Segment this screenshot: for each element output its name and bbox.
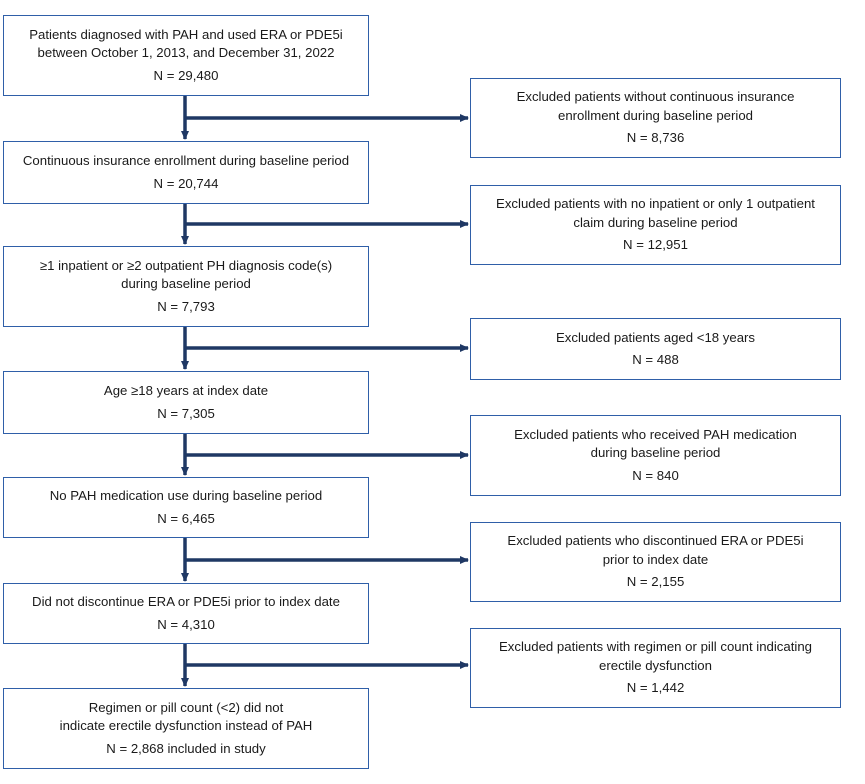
exclusion-box-5-count: N = 2,155 [626, 574, 685, 590]
main-box-2-count: N = 20,744 [153, 175, 219, 191]
main-box-7: Regimen or pill count (<2) did not indic… [3, 688, 369, 769]
main-box-3-count: N = 7,793 [157, 298, 215, 314]
main-box-4-count: N = 7,305 [157, 405, 215, 421]
exclusion-box-3: Excluded patients aged <18 years N = 488 [470, 318, 841, 380]
exclusion-box-4-count: N = 840 [632, 467, 679, 483]
exclusion-box-6: Excluded patients with regimen or pill c… [470, 628, 841, 708]
exclusion-box-4-line-2: during baseline period [590, 445, 721, 461]
exclusion-box-1-count: N = 8,736 [626, 130, 685, 146]
exclusion-box-5: Excluded patients who discontinued ERA o… [470, 522, 841, 602]
exclusion-box-2-line-1: Excluded patients with no inpatient or o… [496, 196, 815, 212]
main-box-7-line-2: indicate erectile dysfunction instead of… [59, 718, 313, 734]
main-box-5-count: N = 6,465 [157, 510, 215, 526]
exclusion-box-5-line-2: prior to index date [602, 551, 709, 567]
main-box-7-line-1: Regimen or pill count (<2) did not [88, 699, 284, 715]
main-box-1: Patients diagnosed with PAH and used ERA… [3, 15, 369, 96]
main-box-6-line-1: Did not discontinue ERA or PDE5i prior t… [32, 594, 340, 609]
main-box-3-line-1: ≥1 inpatient or ≥2 outpatient PH diagnos… [39, 257, 333, 273]
exclusion-box-3-line-1: Excluded patients aged <18 years [555, 329, 756, 345]
main-box-6: Did not discontinue ERA or PDE5i prior t… [3, 583, 369, 644]
exclusion-box-5-line-1: Excluded patients who discontinued ERA o… [507, 533, 804, 549]
main-box-4-line-1: Age ≥18 years at index date [103, 383, 269, 398]
exclusion-box-4-line-1: Excluded patients who received PAH medic… [514, 426, 797, 442]
exclusion-box-4: Excluded patients who received PAH medic… [470, 415, 841, 496]
exclusion-box-1-line-2: enrollment during baseline period [557, 107, 753, 123]
exclusion-box-6-count: N = 1,442 [626, 680, 685, 696]
main-box-3: ≥1 inpatient or ≥2 outpatient PH diagnos… [3, 246, 369, 327]
exclusion-box-6-line-2: erectile dysfunction [599, 657, 712, 673]
exclusion-box-6-line-1: Excluded patients with regimen or pill c… [498, 639, 812, 655]
exclusion-box-1-line-1: Excluded patients without continuous ins… [516, 89, 795, 105]
main-box-2-line-1: Continuous insurance enrollment during b… [22, 153, 350, 168]
main-box-4: Age ≥18 years at index date N = 7,305 [3, 371, 369, 434]
exclusion-box-2-count: N = 12,951 [623, 237, 688, 253]
main-box-2: Continuous insurance enrollment during b… [3, 141, 369, 204]
main-box-3-line-2: during baseline period [121, 276, 251, 292]
main-box-1-line-1: Patients diagnosed with PAH and used ERA… [29, 26, 343, 42]
main-box-7-count: N = 2,868 included in study [106, 740, 266, 756]
main-box-1-count: N = 29,480 [153, 67, 219, 83]
exclusion-box-3-count: N = 488 [632, 352, 679, 367]
exclusion-box-1: Excluded patients without continuous ins… [470, 78, 841, 158]
exclusion-box-2: Excluded patients with no inpatient or o… [470, 185, 841, 265]
main-box-6-count: N = 4,310 [157, 616, 215, 632]
main-box-5: No PAH medication use during baseline pe… [3, 477, 369, 538]
main-box-1-line-2: between October 1, 2013, and December 31… [37, 45, 335, 61]
main-box-5-line-1: No PAH medication use during baseline pe… [49, 488, 323, 503]
exclusion-box-2-line-2: claim during baseline period [573, 214, 738, 230]
